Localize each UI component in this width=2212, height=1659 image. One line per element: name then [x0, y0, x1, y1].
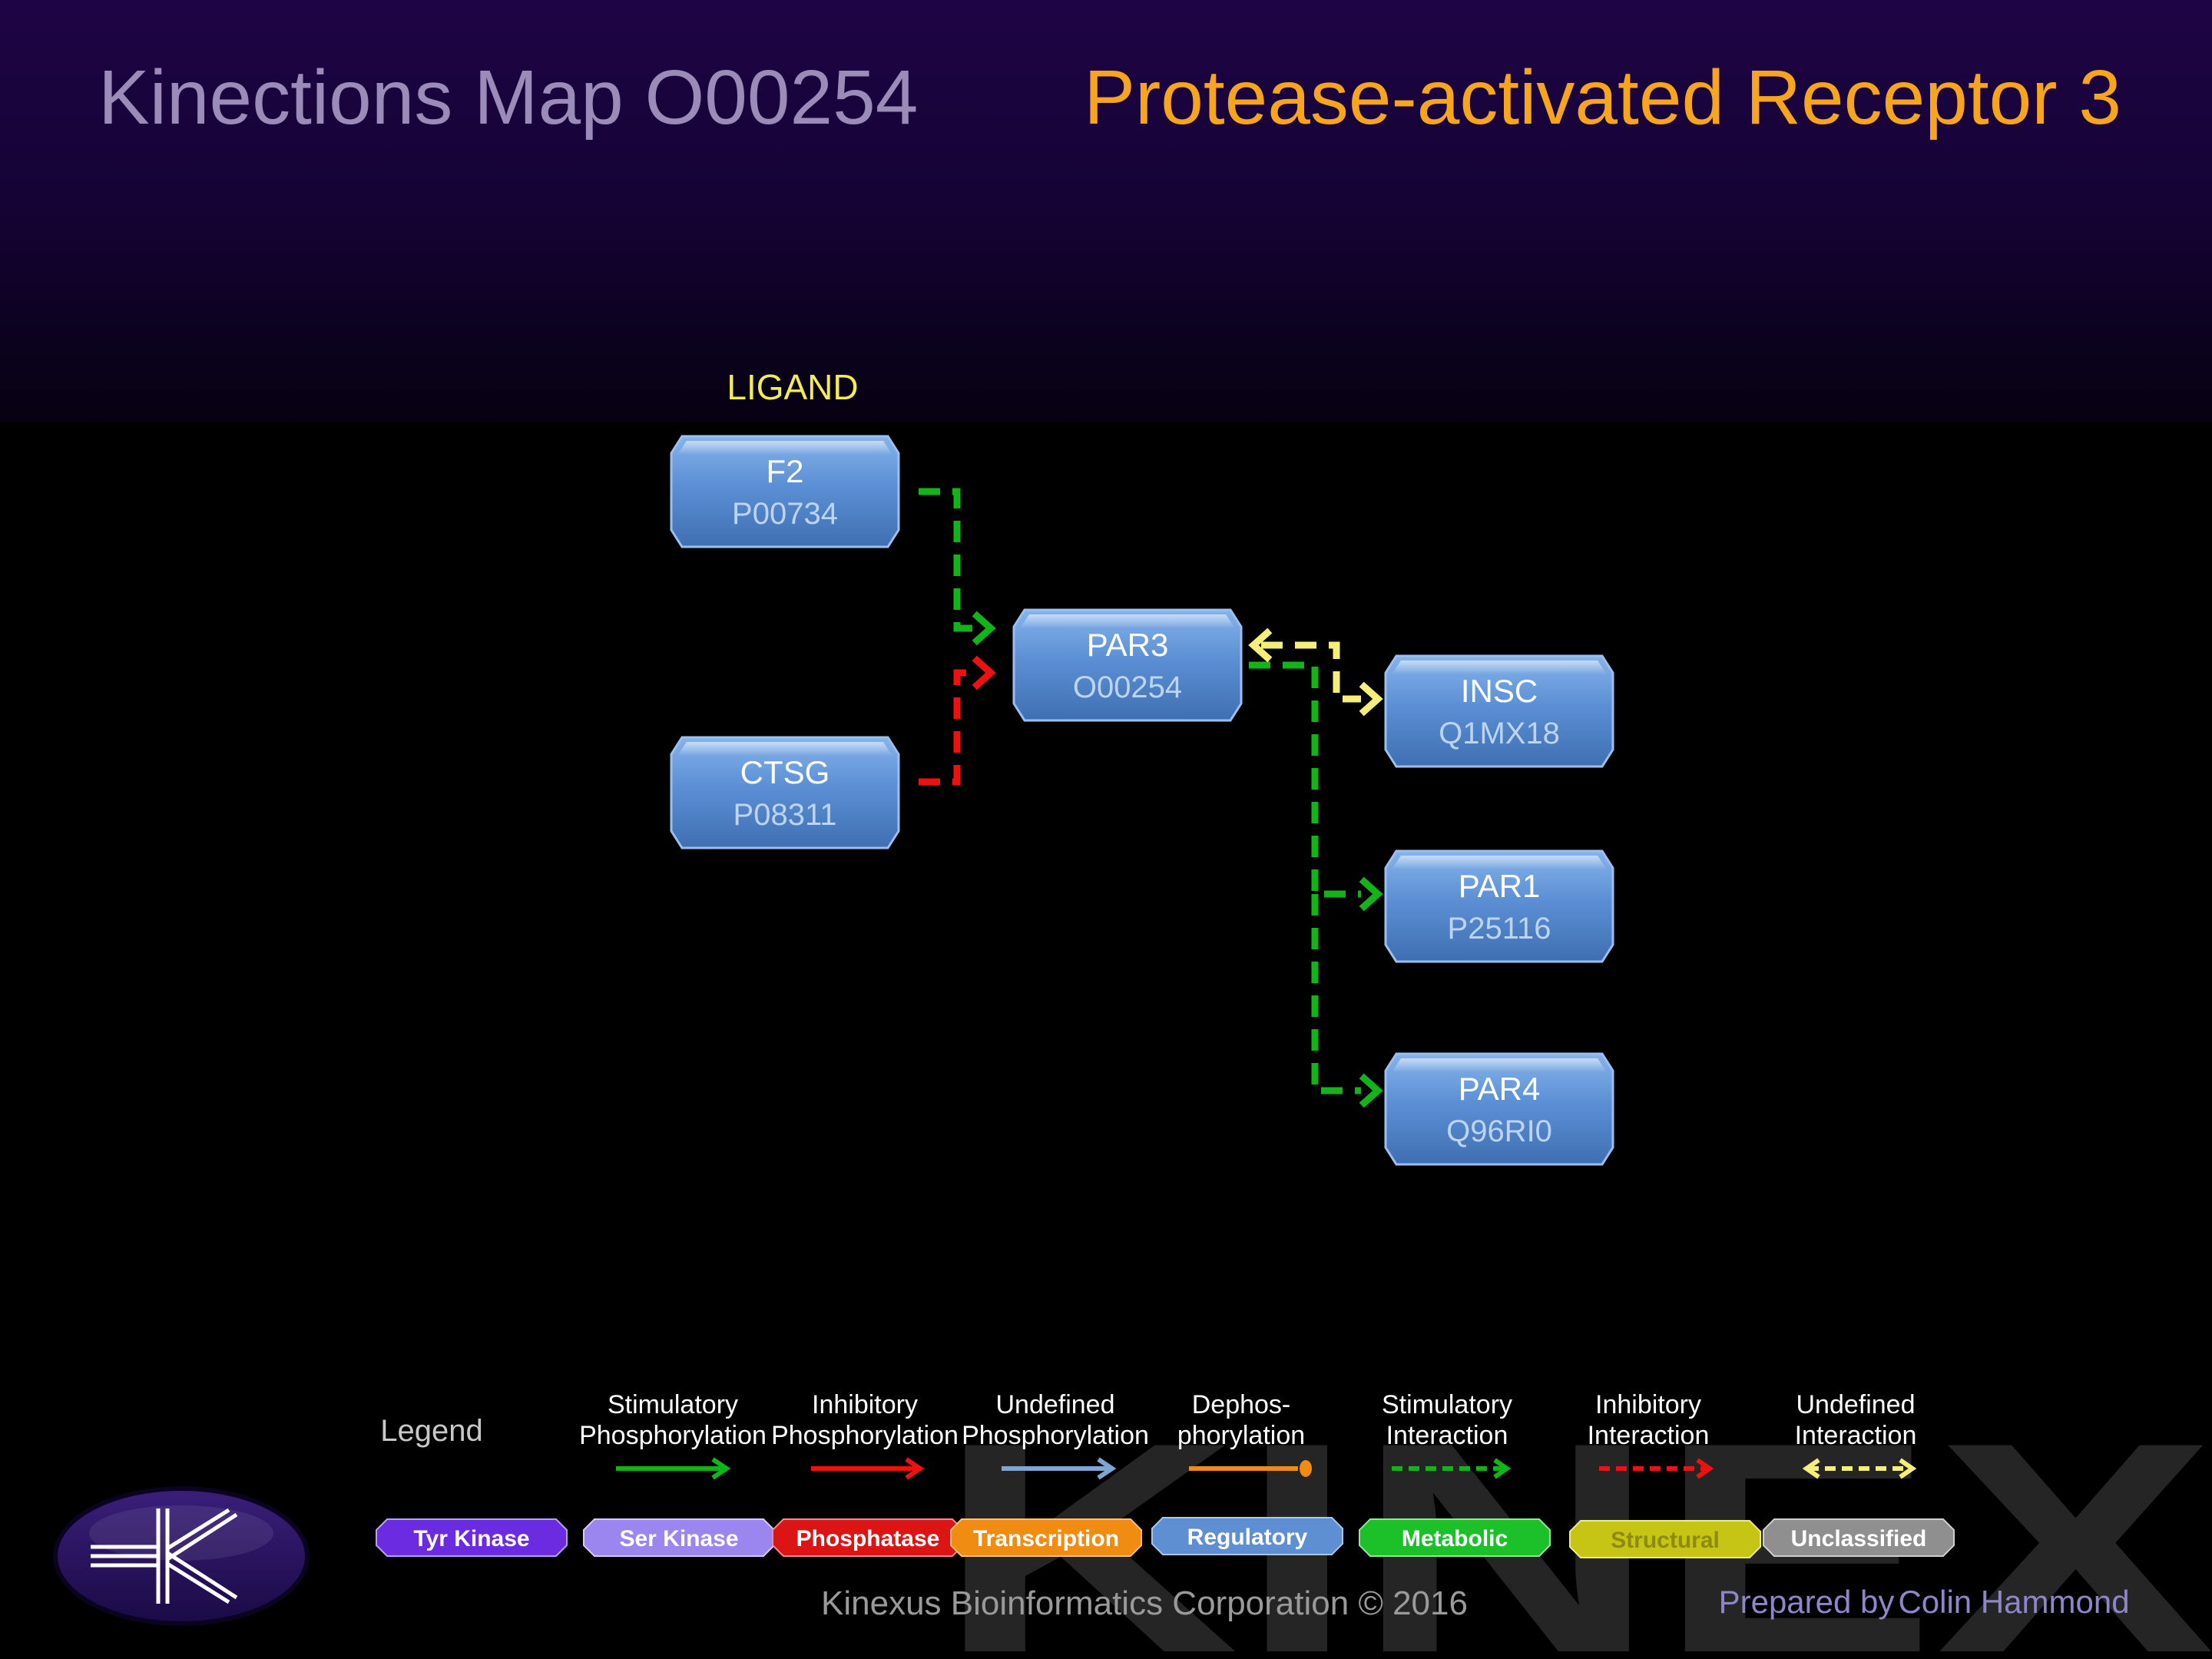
arrowhead-par3-par4	[1359, 1073, 1383, 1108]
node-accession: Q96RI0	[1446, 1114, 1552, 1148]
legend-regulatory: Regulatory	[1151, 1517, 1343, 1555]
legend-unclassified: Unclassified	[1763, 1518, 1955, 1557]
node-name: PAR4	[1459, 1071, 1541, 1107]
legend-label-line1: Undefined	[995, 1390, 1114, 1419]
arrowhead-f2-par3	[972, 611, 996, 646]
node-par3[interactable]: PAR3 O00254	[1012, 608, 1246, 727]
node-insc[interactable]: INSC Q1MX18	[1384, 654, 1618, 773]
legend-inhibitory-phosphorylation: Inhibitory Phosphorylation	[771, 1390, 959, 1480]
legend-undefined-phosphorylation: Undefined Phosphorylation	[962, 1390, 1149, 1480]
legend-title: Legend	[380, 1414, 482, 1448]
arrowhead-ctsg-par3	[972, 655, 996, 690]
edge-par3-insc	[1261, 641, 1361, 703]
node-ctsg[interactable]: CTSG P08311	[670, 736, 903, 854]
legend-label-line2: Interaction	[1386, 1421, 1508, 1450]
node-par4[interactable]: PAR4 Q96RI0	[1384, 1052, 1618, 1171]
legend-stimulatory-interaction: Stimulatory Interaction	[1382, 1390, 1512, 1479]
group-label-ligand: LIGAND	[727, 367, 858, 407]
legend-label-line1: Undefined	[1796, 1390, 1915, 1419]
node-name: INSC	[1461, 673, 1538, 709]
legend-node-label: Transcription	[973, 1526, 1119, 1551]
legend-label-line1: Stimulatory	[608, 1390, 738, 1419]
legend-node-label: Tyr Kinase	[413, 1526, 529, 1551]
legend-label-line2: Phosphorylation	[962, 1421, 1149, 1450]
node-accession: O00254	[1073, 671, 1182, 704]
legend-metabolic: Metabolic	[1359, 1518, 1551, 1557]
node-accession: P00734	[732, 497, 838, 531]
node-accession: Q1MX18	[1439, 717, 1560, 750]
legend-stimulatory-phosphorylation: Stimulatory Phosphorylation	[579, 1390, 767, 1480]
node-accession: P25116	[1448, 912, 1551, 945]
legend-node-label: Metabolic	[1402, 1526, 1508, 1551]
legend-node-label: Ser Kinase	[619, 1526, 738, 1551]
node-name: F2	[766, 453, 803, 489]
arrowhead-par3-insc-out	[1359, 681, 1383, 717]
legend-label-line2: Interaction	[1795, 1421, 1917, 1450]
edge-par3-par1	[1249, 661, 1361, 898]
node-name: PAR1	[1459, 868, 1541, 904]
node-name: PAR3	[1087, 627, 1169, 663]
node-par1[interactable]: PAR1 P25116	[1384, 849, 1618, 968]
prepared-by-name: Colin Hammond	[1898, 1584, 2129, 1620]
copyright: Kinexus Bioinformatics Corporation © 201…	[821, 1584, 1468, 1622]
map-title: Kinections Map O00254	[98, 55, 919, 141]
edge-par3-par4	[1311, 894, 1361, 1094]
legend-transcription: Transcription	[950, 1518, 1142, 1557]
legend-dephosphorylation: Dephos- phorylation	[1177, 1390, 1312, 1477]
legend-phosphatase: Phosphatase	[772, 1518, 964, 1557]
edge-ctsg-par3	[919, 669, 974, 786]
legend-label-line1: Dephos-	[1192, 1390, 1291, 1419]
legend-label-line2: Interaction	[1588, 1421, 1710, 1450]
prepared-by-label: Prepared by	[1719, 1584, 1895, 1620]
legend-node-label: Regulatory	[1187, 1525, 1308, 1550]
arrowhead-par3-par1	[1359, 876, 1383, 912]
legend-node-label: Phosphatase	[796, 1526, 940, 1551]
legend-label-line2: Phosphorylation	[771, 1421, 959, 1450]
legend-tyr-kinase: Tyr Kinase	[376, 1518, 568, 1557]
legend-inhibitory-interaction: Inhibitory Interaction	[1588, 1390, 1714, 1479]
kinexus-watermark: KINEXUS	[937, 1380, 2212, 1659]
legend-label-line1: Inhibitory	[812, 1390, 918, 1419]
legend-edge-types: Stimulatory Phosphorylation Inhibitory P…	[579, 1390, 1917, 1480]
legend-ser-kinase: Ser Kinase	[583, 1518, 775, 1557]
legend-node-label: Structural	[1611, 1528, 1720, 1553]
legend-node-label: Unclassified	[1791, 1526, 1927, 1551]
node-accession: P08311	[733, 798, 837, 832]
kinexus-logo	[53, 1486, 310, 1626]
legend-label-line2: phorylation	[1177, 1421, 1305, 1450]
node-f2[interactable]: F2 P00734	[670, 435, 903, 553]
edge-f2-par3	[919, 488, 974, 632]
legend-label-line1: Inhibitory	[1595, 1390, 1701, 1419]
arrowhead-par3-insc-in	[1248, 628, 1273, 663]
legend-node-types: Tyr Kinase Ser Kinase Phosphatase Transc…	[376, 1517, 1955, 1558]
legend-undefined-interaction: Undefined Interaction	[1795, 1390, 1917, 1479]
legend-label-line2: Phosphorylation	[579, 1421, 767, 1450]
protein-name: Protease-activated Receptor 3	[1084, 55, 2121, 141]
legend-structural: Structural	[1569, 1520, 1761, 1558]
node-name: CTSG	[740, 754, 830, 790]
legend-label-line1: Stimulatory	[1382, 1390, 1512, 1419]
